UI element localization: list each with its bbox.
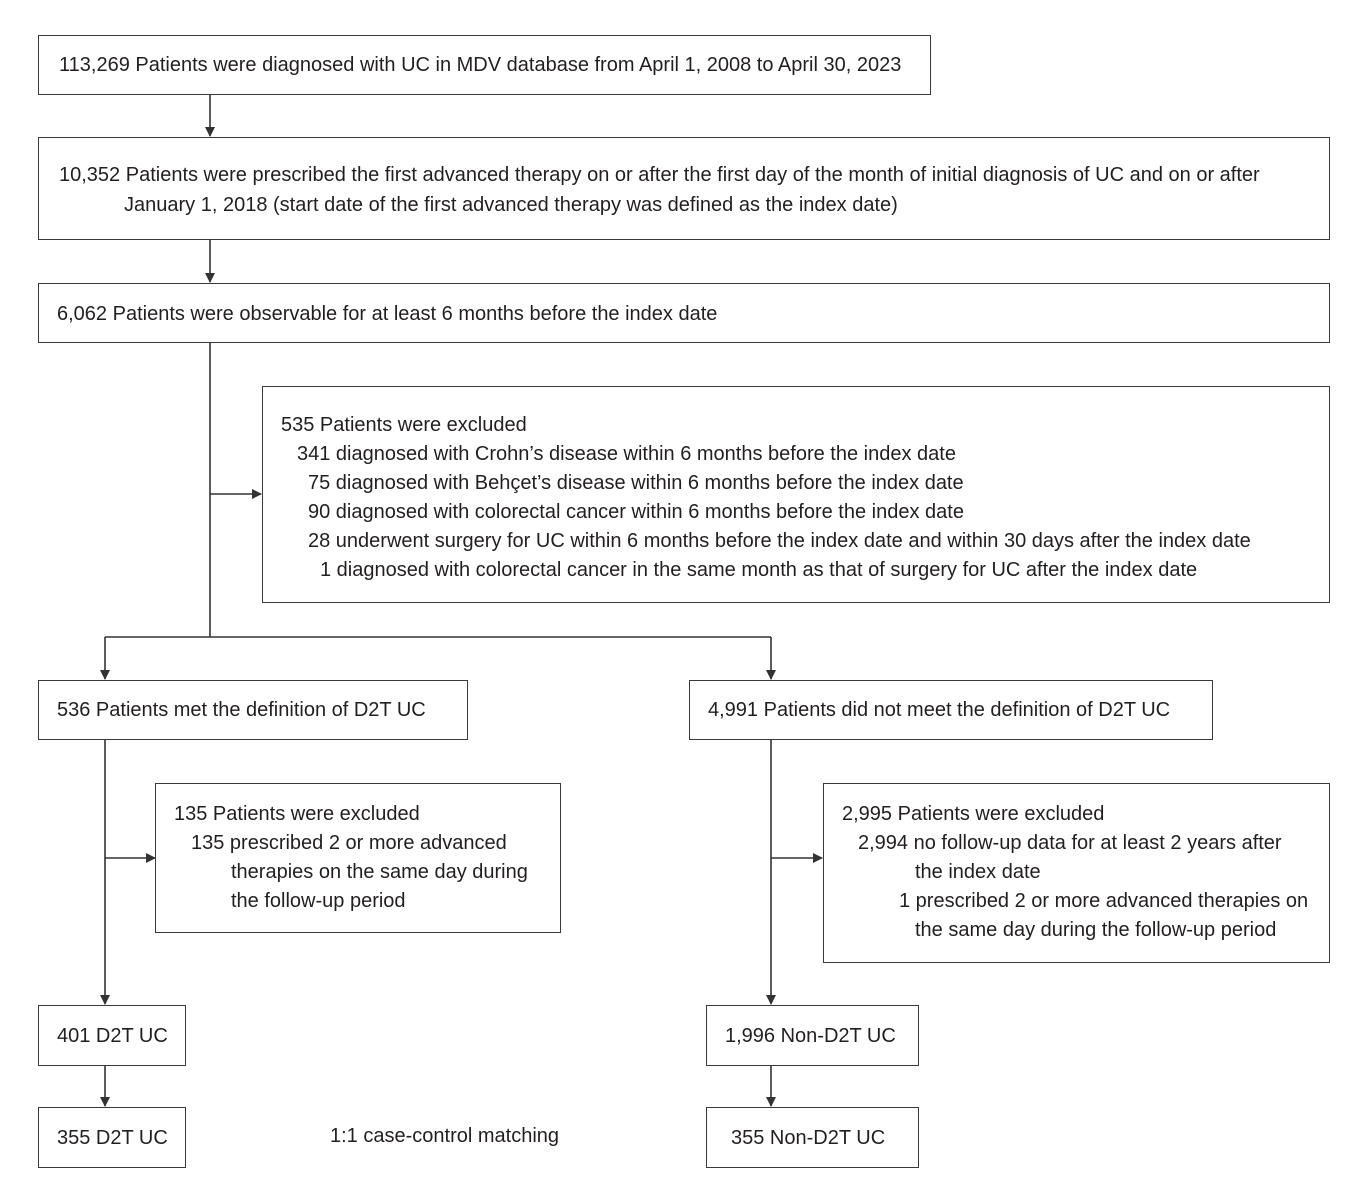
box-prescribed-line1: 10,352 Patients were prescribed the firs… [59, 164, 1260, 186]
box-d2t-not-met-text: 4,991 Patients did not meet the definiti… [708, 699, 1171, 721]
box-excluded-main: 535 Patients were excluded 341 diagnosed… [262, 386, 1330, 603]
box-d2t-355-text: 355 D2T UC [57, 1127, 168, 1149]
box-diagnosed-text: 113,269 Patients were diagnosed with UC … [59, 54, 902, 76]
excluded-main-item: 1 diagnosed with colorectal cancer in th… [320, 559, 1198, 581]
box-d2t-401-text: 401 D2T UC [57, 1025, 168, 1047]
box-diagnosed: 113,269 Patients were diagnosed with UC … [38, 35, 931, 95]
box-observable-text: 6,062 Patients were observable for at le… [57, 303, 718, 325]
box-d2t-met-text: 536 Patients met the definition of D2T U… [57, 699, 426, 721]
excluded-main-item: 28 underwent surgery for UC within 6 mon… [308, 530, 1251, 552]
box-d2t-met: 536 Patients met the definition of D2T U… [38, 680, 468, 740]
excluded-non-d2t-line: 1 prescribed 2 or more advanced therapie… [899, 890, 1309, 912]
box-non-d2t-1996: 1,996 Non-D2T UC [706, 1005, 919, 1066]
matching-label: 1:1 case-control matching [330, 1125, 560, 1147]
excluded-non-d2t-line: the index date [915, 861, 1041, 883]
excluded-d2t-title: 135 Patients were excluded [174, 803, 420, 825]
box-observable: 6,062 Patients were observable for at le… [38, 283, 1330, 343]
excluded-non-d2t-title: 2,995 Patients were excluded [842, 803, 1105, 825]
excluded-main-item: 341 diagnosed with Crohn’s disease withi… [297, 443, 956, 465]
excluded-main-item: 90 diagnosed with colorectal cancer with… [308, 501, 964, 523]
excluded-d2t-line: 135 prescribed 2 or more advanced [191, 832, 507, 854]
box-excluded-non-d2t: 2,995 Patients were excluded 2,994 no fo… [823, 783, 1330, 963]
box-excluded-d2t: 135 Patients were excluded 135 prescribe… [155, 783, 561, 933]
excluded-d2t-line: the follow-up period [231, 890, 406, 912]
excluded-main-title: 535 Patients were excluded [281, 414, 527, 436]
excluded-d2t-line: therapies on the same day during [231, 861, 528, 883]
box-d2t-355: 355 D2T UC [38, 1107, 186, 1168]
box-prescribed: 10,352 Patients were prescribed the firs… [38, 137, 1330, 240]
box-d2t-401: 401 D2T UC [38, 1005, 186, 1066]
excluded-main-item: 75 diagnosed with Behçet’s disease withi… [308, 472, 964, 494]
box-d2t-not-met: 4,991 Patients did not meet the definiti… [689, 680, 1213, 740]
box-non-d2t-355-text: 355 Non-D2T UC [731, 1127, 886, 1149]
excluded-non-d2t-line: 2,994 no follow-up data for at least 2 y… [858, 832, 1282, 854]
box-non-d2t-355: 355 Non-D2T UC [706, 1107, 919, 1168]
box-non-d2t-1996-text: 1,996 Non-D2T UC [725, 1025, 896, 1047]
box-prescribed-line2: January 1, 2018 (start date of the first… [124, 194, 898, 216]
excluded-non-d2t-line: the same day during the follow-up period [915, 919, 1277, 941]
